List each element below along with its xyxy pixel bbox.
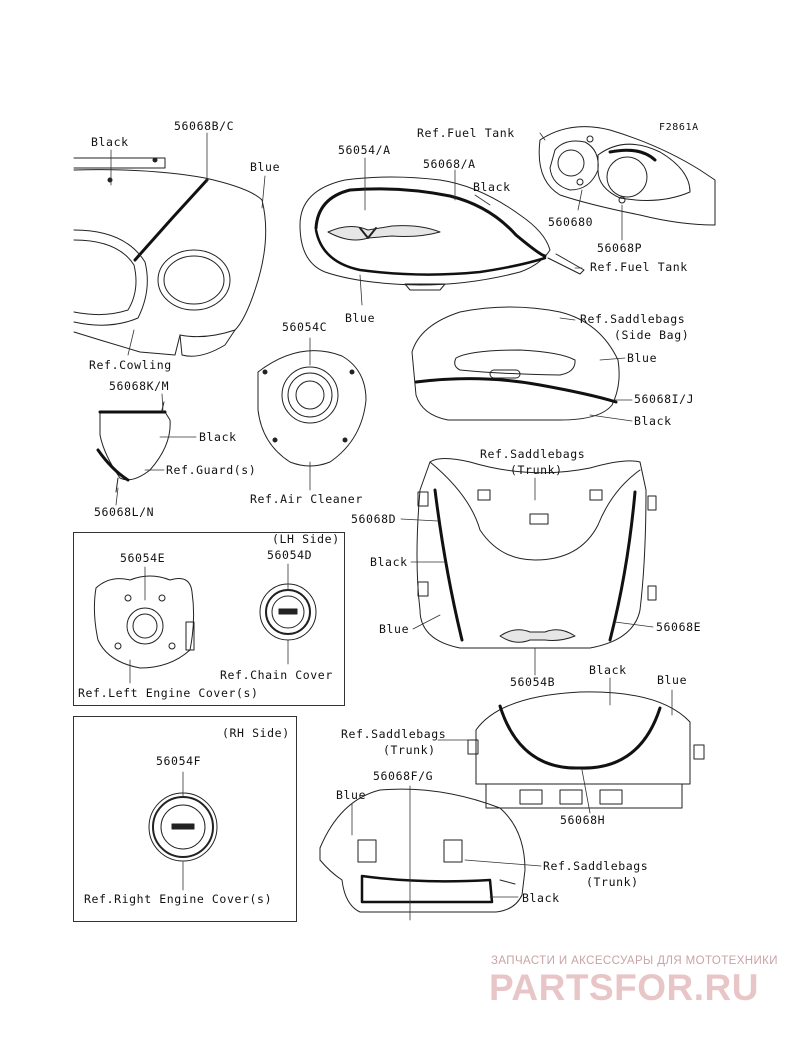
label-black-trunk: Black	[370, 555, 408, 569]
label-blue-trunk2: Blue	[657, 673, 688, 687]
label-ref-fuel-tank: Ref.Fuel Tank	[590, 260, 688, 274]
label-ref-saddlebags-side-1: Ref.Saddlebags	[580, 312, 686, 326]
label-ref-saddlebags-side-2: (Side Bag)	[614, 328, 690, 342]
label-ref-cowling: Ref.Cowling	[89, 358, 172, 372]
label-ref-saddlebags-trunk-2: (Trunk)	[510, 463, 563, 477]
label-blue-cowl: Blue	[250, 160, 281, 174]
label-56068bc: 56068B/C	[174, 119, 235, 133]
label-ref-saddlebags-trunk2-2: (Trunk)	[383, 743, 436, 757]
label-blue-trunk: Blue	[379, 622, 410, 636]
label-black-tank: Black	[473, 180, 511, 194]
label-blue-trunk3: Blue	[336, 788, 367, 802]
label-56068a: 56068/A	[423, 157, 476, 171]
leader-lines	[110, 132, 673, 921]
left-engine-cover-drawing	[93, 575, 195, 669]
rh-side-box	[73, 716, 297, 922]
label-blue-tank: Blue	[345, 311, 376, 325]
label-56054d: 56054D	[267, 548, 313, 562]
label-ref-fuel-tank-top: Ref.Fuel Tank	[417, 126, 515, 140]
label-ref-saddlebags-trunk2-1: Ref.Saddlebags	[341, 727, 447, 741]
lh-side-box	[73, 532, 345, 706]
guard-drawing	[96, 401, 171, 493]
trunk-rear-drawing	[467, 691, 705, 809]
label-560680: 560680	[548, 215, 594, 229]
label-56054e: 56054E	[120, 551, 166, 565]
label-56068p: 56068P	[597, 241, 643, 255]
label-ref-guards: Ref.Guard(s)	[166, 463, 257, 477]
label-black-trunk3: Black	[522, 891, 560, 905]
label-black-cowl: Black	[91, 135, 129, 149]
label-ref-left-engine-cover: Ref.Left Engine Cover(s)	[78, 686, 259, 700]
label-ref-saddlebags-trunk-1: Ref.Saddlebags	[480, 447, 586, 461]
air-cleaner-drawing	[257, 350, 367, 467]
label-ref-right-engine-cover: Ref.Right Engine Cover(s)	[84, 892, 273, 906]
label-ref-saddlebags-trunk3-2: (Trunk)	[586, 875, 639, 889]
watermark-tagline: ЗАПЧАСТИ И АКСЕССУАРЫ ДЛЯ МОТОТЕХНИКИ	[491, 955, 778, 967]
trunk-side-drawing	[319, 788, 526, 913]
label-56054b: 56054B	[510, 675, 556, 689]
label-56068km: 56068K/M	[109, 379, 170, 393]
label-56068d: 56068D	[351, 512, 397, 526]
figure-code: F2861A	[659, 122, 699, 133]
label-56068h: 56068H	[560, 813, 606, 827]
cowling-drawing	[73, 157, 267, 357]
label-black-trunk2: Black	[589, 663, 627, 677]
label-ref-air-cleaner: Ref.Air Cleaner	[250, 492, 363, 506]
fuel-tank-top-drawing	[538, 126, 716, 226]
label-56054f: 56054F	[156, 754, 202, 768]
label-56068fg: 56068F/G	[373, 769, 434, 783]
fuel-tank-drawing	[299, 176, 585, 291]
label-56068e: 56068E	[656, 620, 702, 634]
label-56054c: 56054C	[282, 320, 328, 334]
label-ref-saddlebags-trunk3-1: Ref.Saddlebags	[543, 859, 649, 873]
label-56068ln: 56068L/N	[94, 505, 155, 519]
label-lh-side: (LH Side)	[272, 532, 340, 546]
label-black-guard: Black	[199, 430, 237, 444]
trunk-front-drawing	[416, 458, 657, 649]
label-56068ij: 56068I/J	[634, 392, 695, 406]
label-blue-side: Blue	[627, 351, 658, 365]
saddlebag-side-drawing	[411, 306, 620, 421]
label-black-side: Black	[634, 414, 672, 428]
label-rh-side: (RH Side)	[222, 726, 290, 740]
label-ref-chain-cover: Ref.Chain Cover	[220, 668, 333, 682]
label-56054a: 56054/A	[338, 143, 391, 157]
watermark-logo: PARTSFOR.RU	[489, 967, 759, 1008]
